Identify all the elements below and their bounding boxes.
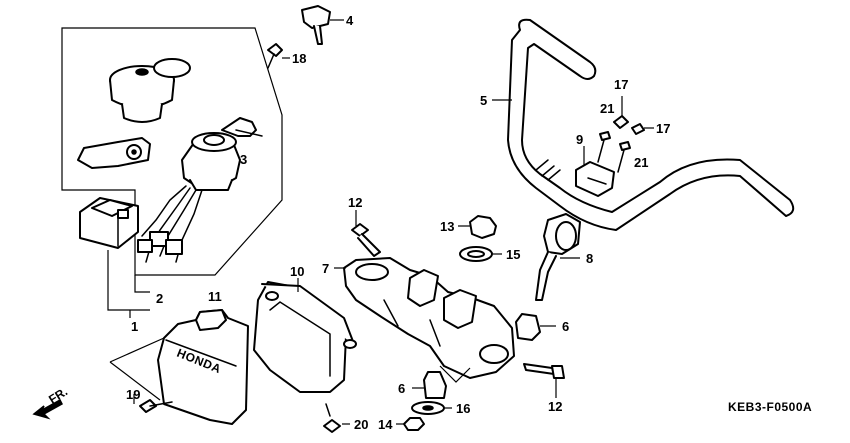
switch-box	[79, 197, 139, 249]
callout-18: 18	[292, 51, 306, 66]
callout-6a: 6	[562, 319, 569, 334]
clips-17	[613, 96, 654, 135]
callout-17a: 17	[614, 77, 628, 92]
top-bridge	[334, 257, 515, 379]
meter-case	[253, 278, 357, 393]
callout-19: 19	[126, 387, 140, 402]
callout-2: 2	[156, 291, 163, 306]
washer-16	[411, 401, 452, 415]
callout-13: 13	[440, 219, 454, 234]
callout-14: 14	[378, 417, 393, 432]
ignition-switch-group	[61, 27, 283, 318]
callout-9: 9	[576, 132, 583, 147]
callout-12a: 12	[348, 195, 362, 210]
nut-14	[396, 417, 425, 431]
callout-20: 20	[354, 417, 368, 432]
callout-labels: 1 2 3 4 5 6 6 7 8 9 10 11 12 12 13 14 15…	[126, 13, 670, 432]
callout-21b: 21	[634, 155, 648, 170]
diagram-code: KEB3-F0500A	[728, 400, 812, 414]
callout-15: 15	[506, 247, 520, 262]
bolt-12-upper	[351, 210, 381, 257]
callout-6b: 6	[398, 381, 405, 396]
direction-label: FR.	[46, 384, 70, 406]
assembly-outline	[61, 27, 283, 276]
callout-11: 11	[208, 289, 222, 304]
callout-8: 8	[586, 251, 593, 266]
front-cover: HONDA	[109, 309, 249, 425]
switch-wires	[137, 185, 203, 263]
callout-4: 4	[346, 13, 354, 28]
screw-20	[323, 403, 350, 433]
cap-nut-13	[458, 215, 497, 239]
switch-cover	[109, 58, 191, 123]
callout-10: 10	[290, 264, 304, 279]
direction-arrow	[32, 398, 63, 420]
washer-15	[459, 246, 502, 262]
handlebar-holder	[575, 131, 631, 197]
upper-holder	[535, 213, 581, 301]
switch-body	[181, 117, 263, 191]
leader-2	[134, 275, 150, 293]
callout-7: 7	[322, 261, 329, 276]
callout-5: 5	[480, 93, 487, 108]
bolt-12-lower	[523, 363, 565, 398]
callout-21a: 21	[600, 101, 614, 116]
screw-19	[133, 394, 173, 413]
callout-3: 3	[240, 152, 247, 167]
switch-clip	[77, 137, 151, 169]
rubber-6-right	[515, 313, 556, 341]
callout-16: 16	[456, 401, 470, 416]
leader-1	[107, 250, 150, 318]
callout-12b: 12	[548, 399, 562, 414]
rubber-6-lower	[412, 371, 447, 399]
key-part	[301, 5, 344, 45]
callout-17b: 17	[656, 121, 670, 136]
leader-bridge	[439, 365, 471, 383]
bolt-18	[267, 43, 290, 69]
callout-1: 1	[131, 319, 138, 334]
handlebar	[492, 18, 795, 231]
